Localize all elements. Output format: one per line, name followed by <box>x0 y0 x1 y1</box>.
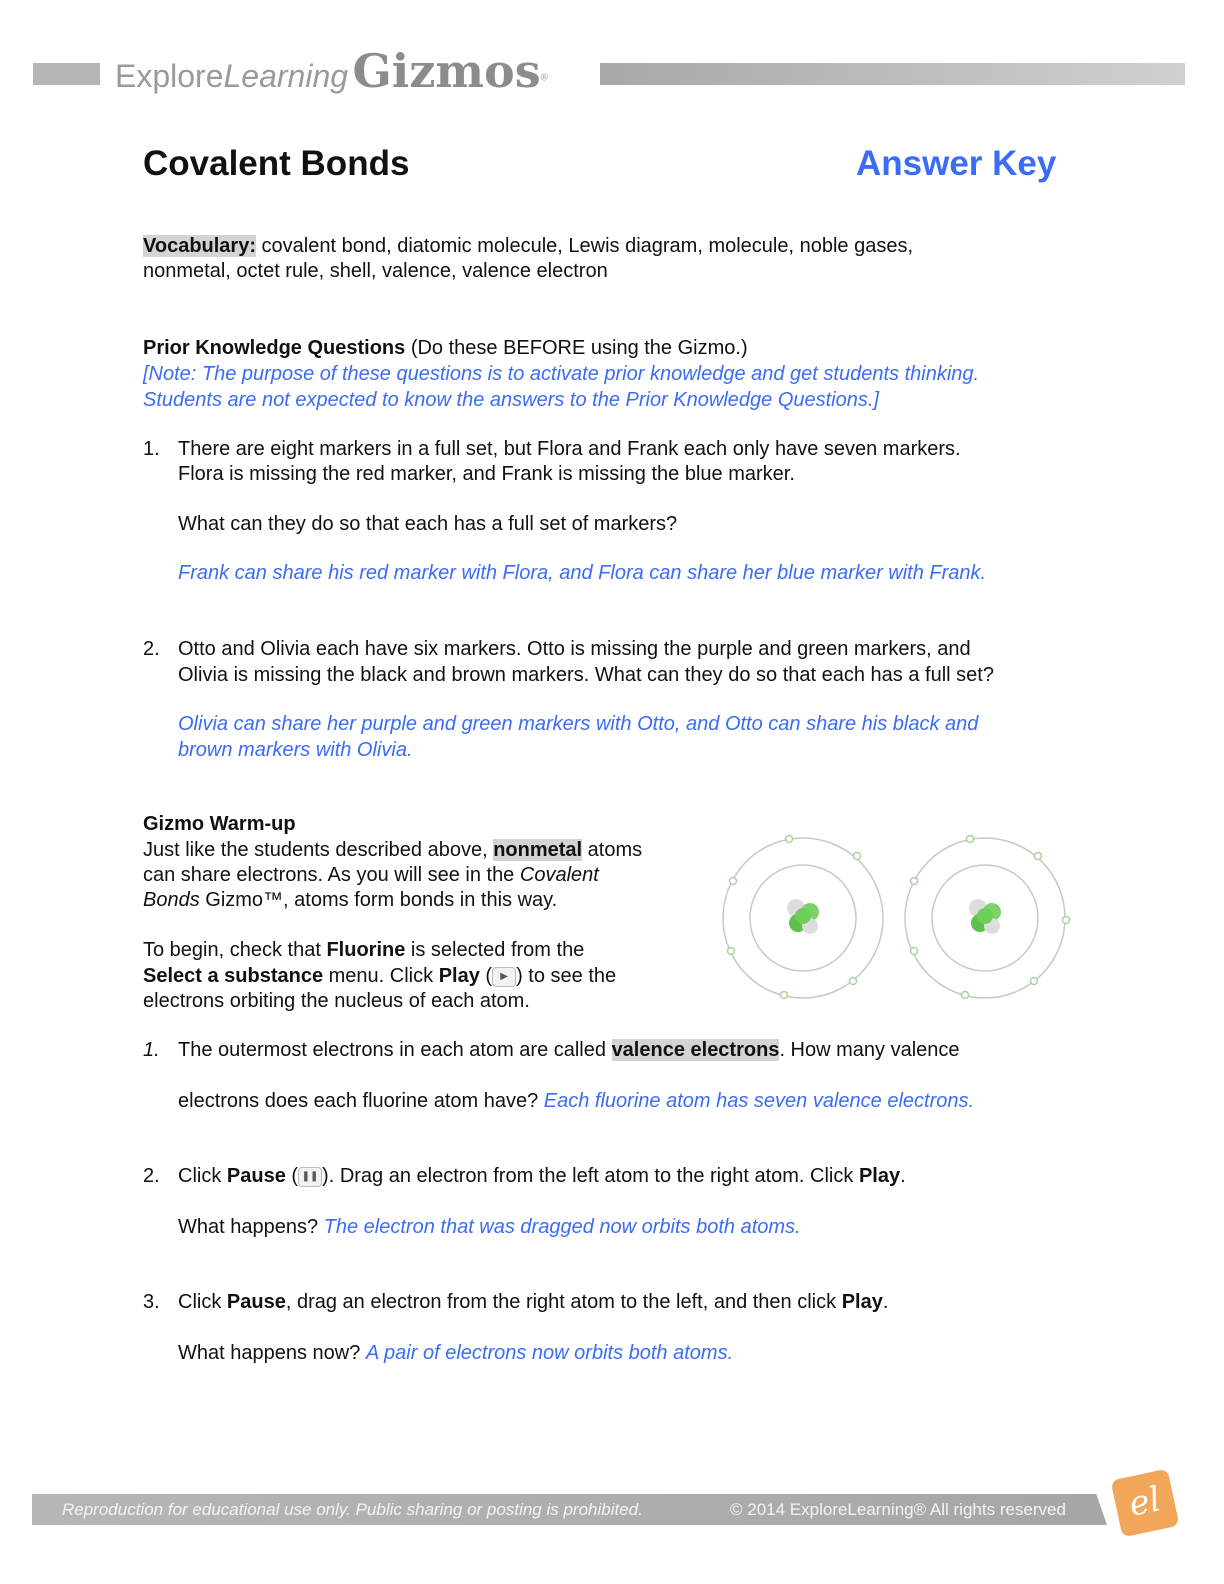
question-number: 1. <box>143 438 160 460</box>
play-icon: ▶ <box>492 966 517 987</box>
teacher-note-2: Students are not expected to know the an… <box>143 389 879 411</box>
answer-text: Each fluorine atom has seven valence ele… <box>543 1090 975 1112</box>
nucleus-icon <box>787 899 1001 934</box>
question-text: Otto and Olivia each have six markers. O… <box>178 638 971 660</box>
question-number: 1. <box>143 1039 160 1061</box>
page-title: Covalent Bonds <box>143 144 410 183</box>
electron-icons <box>726 834 1071 1000</box>
question-text: There are eight markers in a full set, b… <box>178 438 961 460</box>
header-bar-right <box>600 63 1185 85</box>
answer-text: Olivia can share her purple and green ma… <box>178 713 979 735</box>
footer-copyright: © 2014 ExploreLearning® All rights reser… <box>730 1500 1066 1519</box>
warmup-text: electrons orbiting the nucleus of each a… <box>143 990 530 1012</box>
question-text: What can they do so that each has a full… <box>178 513 678 535</box>
answer-text: A pair of electrons now orbits both atom… <box>365 1342 734 1364</box>
warmup-text: can share electrons. As you will see in … <box>143 864 599 886</box>
question-text: Click Pause, drag an electron from the r… <box>178 1291 889 1313</box>
question-text: electrons does each fluorine atom have? … <box>178 1090 975 1112</box>
question-text: Click Pause (❚❚). Drag an electron from … <box>178 1165 906 1187</box>
answer-text: Frank can share his red marker with Flor… <box>178 562 987 584</box>
explorelearning-logo-icon: el <box>1110 1468 1180 1538</box>
answer-text: brown markers with Olivia. <box>178 739 413 761</box>
brand-logo: ExploreLearning Gizmos® <box>115 44 549 98</box>
question-number: 3. <box>143 1291 160 1313</box>
question-number: 2. <box>143 1165 160 1187</box>
atom-left <box>722 837 884 999</box>
warmup-text: To begin, check that Fluorine is selecte… <box>143 939 585 961</box>
vocabulary-line-2: nonmetal, octet rule, shell, valence, va… <box>143 260 608 282</box>
footer-bar <box>32 1494 1107 1525</box>
question-text: Olivia is missing the black and brown ma… <box>178 664 994 686</box>
question-number: 2. <box>143 638 160 660</box>
question-text: Flora is missing the red marker, and Fra… <box>178 463 795 485</box>
question-text: What happens? The electron that was drag… <box>178 1216 801 1238</box>
warmup-heading: Gizmo Warm-up <box>143 813 296 835</box>
answer-text: The electron that was dragged now orbits… <box>323 1216 801 1238</box>
teacher-note: [Note: The purpose of these questions is… <box>143 363 980 385</box>
footer-disclaimer: Reproduction for educational use only. P… <box>62 1500 643 1519</box>
fluorine-atoms-illustration <box>722 834 1071 1000</box>
prior-heading: Prior Knowledge Questions (Do these BEFO… <box>143 337 748 359</box>
header-bar-left <box>33 63 100 85</box>
vocabulary-line: Vocabulary: covalent bond, diatomic mole… <box>143 235 914 257</box>
warmup-text: Select a substance menu. Click Play (▶) … <box>143 965 617 987</box>
question-text: What happens now? A pair of electrons no… <box>178 1342 734 1364</box>
answer-key-label: Answer Key <box>856 144 1057 183</box>
warmup-text: Just like the students described above, … <box>143 839 643 861</box>
warmup-text: Bonds Gizmo™, atoms form bonds in this w… <box>143 889 558 911</box>
pause-icon: ❚❚ <box>298 1166 323 1187</box>
question-text: The outermost electrons in each atom are… <box>178 1039 960 1061</box>
